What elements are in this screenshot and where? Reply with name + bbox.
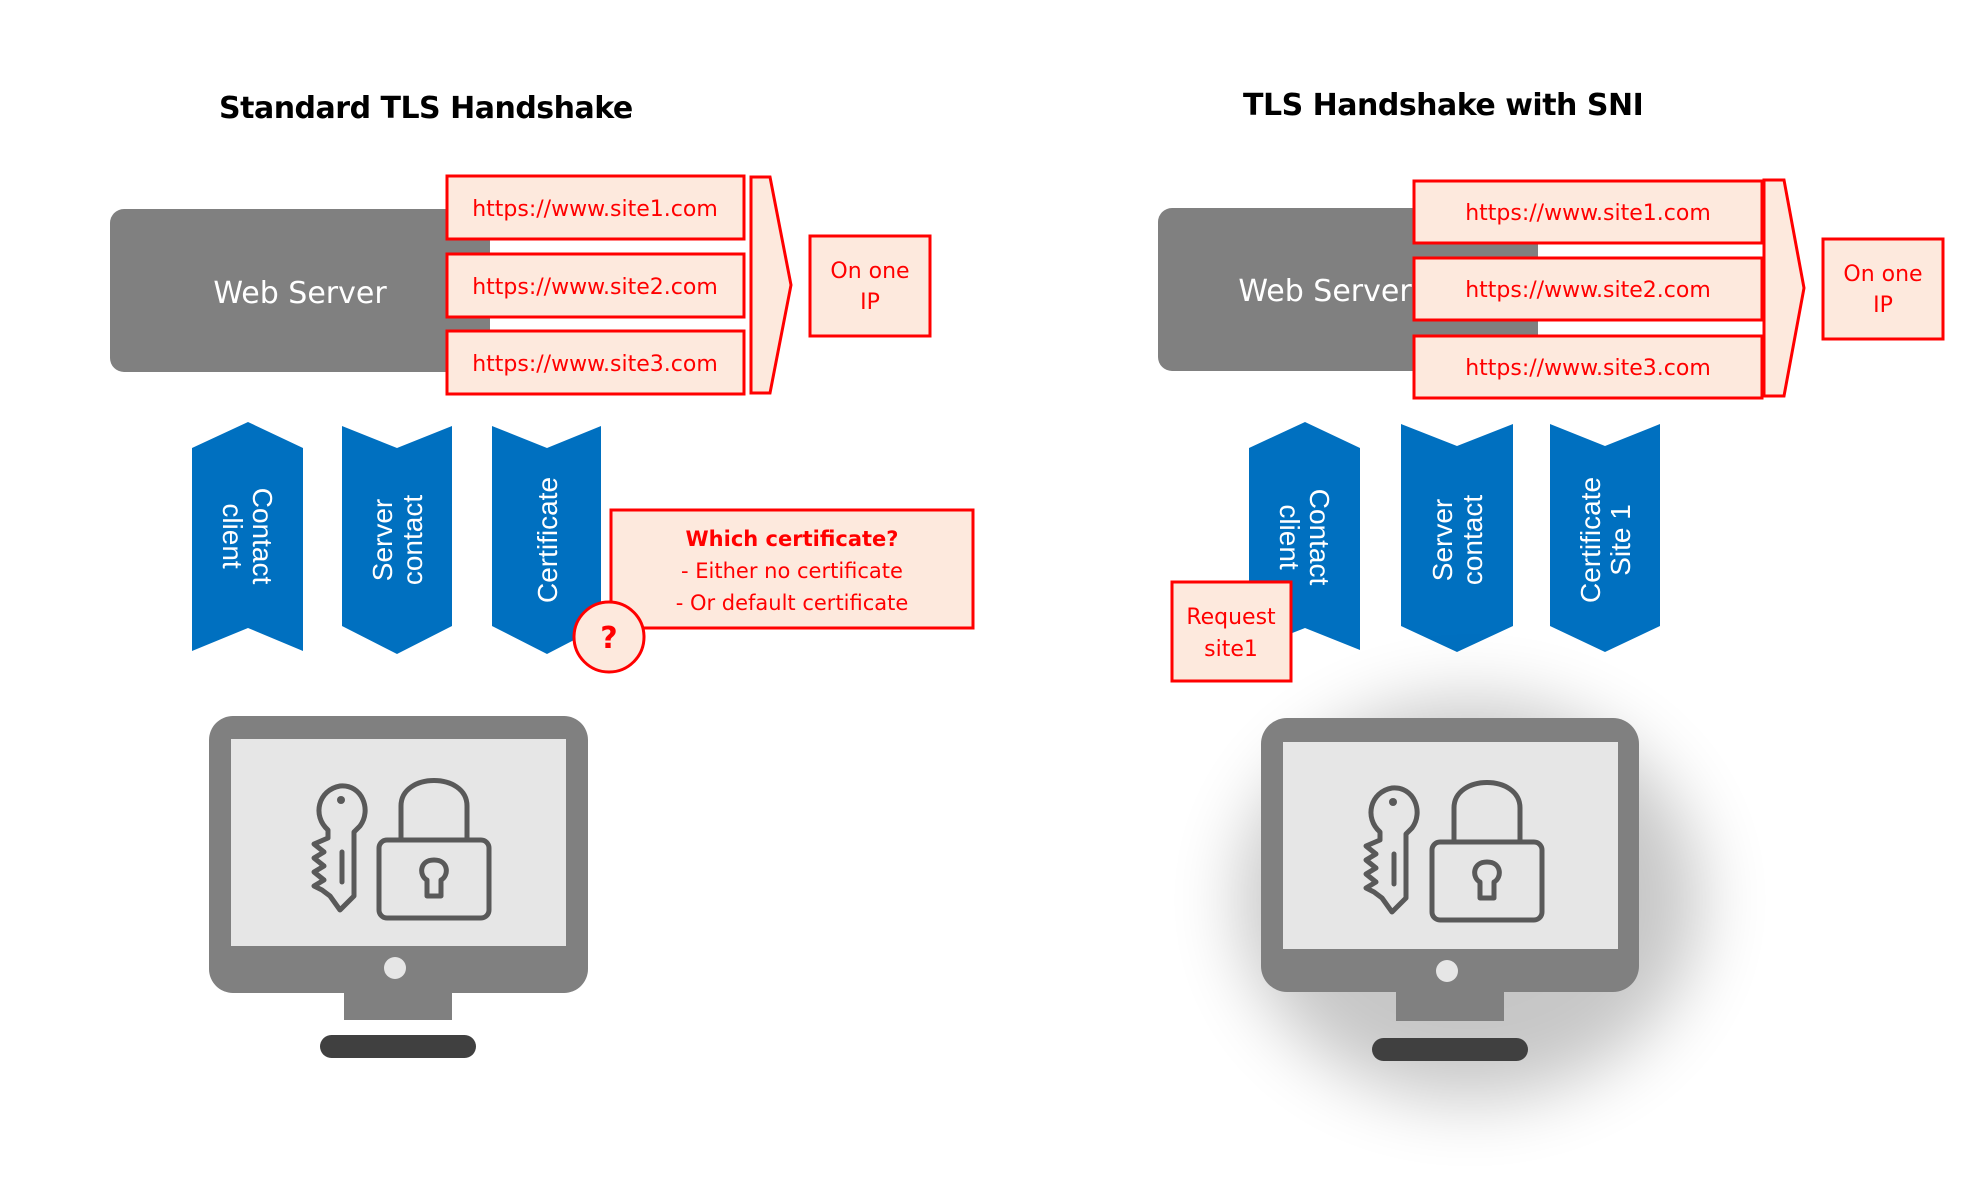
left-title: Standard TLS Handshake bbox=[219, 91, 633, 126]
ip-note-line: IP bbox=[860, 290, 880, 315]
ip-note-line: On one bbox=[830, 259, 909, 284]
step-label: Contact bbox=[1304, 489, 1335, 586]
step-label: contact bbox=[1457, 495, 1488, 585]
which-certificate-line: - Either no certificate bbox=[681, 559, 903, 583]
padlock-icon bbox=[376, 778, 492, 921]
site-box bbox=[445, 252, 746, 319]
web-server-block bbox=[110, 209, 490, 372]
web-server-label: Web Server bbox=[1238, 274, 1412, 309]
step-label: Server bbox=[1427, 499, 1458, 581]
site-box bbox=[1412, 179, 1764, 245]
step-label: client bbox=[217, 503, 248, 569]
site-box bbox=[1412, 256, 1764, 322]
step-label: Certificate bbox=[1575, 477, 1606, 603]
step-label: client bbox=[1274, 504, 1305, 570]
request-note-line: site1 bbox=[1204, 637, 1258, 662]
request-site1-note bbox=[1170, 580, 1293, 683]
step-label: Server bbox=[367, 499, 398, 581]
site-label: https://www.site3.com bbox=[1465, 356, 1711, 381]
step-arrow-certificate: Certificate bbox=[492, 426, 601, 654]
request-note-line: Request bbox=[1186, 605, 1276, 630]
site-label: https://www.site2.com bbox=[472, 275, 718, 300]
step-arrow-contact-client: Contact client bbox=[192, 422, 303, 651]
web-server-label: Web Server bbox=[213, 276, 387, 311]
ip-note-line: IP bbox=[1873, 293, 1893, 318]
web-server-block bbox=[1158, 208, 1538, 371]
key-icon bbox=[1363, 785, 1420, 915]
question-mark-icon: ? bbox=[600, 621, 617, 656]
step-arrow-server-contact: Server contact bbox=[1401, 424, 1513, 652]
site-label: https://www.site1.com bbox=[1465, 201, 1711, 226]
site-box bbox=[445, 329, 746, 396]
key-icon bbox=[311, 783, 368, 913]
monitor-icon bbox=[209, 716, 588, 1058]
padlock-icon bbox=[1429, 780, 1545, 923]
site-box bbox=[1412, 334, 1764, 400]
step-label: contact bbox=[397, 495, 428, 585]
site-label: https://www.site3.com bbox=[472, 352, 718, 377]
ip-note-box bbox=[1821, 237, 1945, 341]
site-list: https://www.site1.com https://www.site2.… bbox=[1412, 179, 1764, 400]
which-certificate-heading: Which certificate? bbox=[686, 527, 899, 551]
site-label: https://www.site1.com bbox=[472, 197, 718, 222]
right-title: TLS Handshake with SNI bbox=[1243, 88, 1643, 123]
site-box bbox=[445, 174, 746, 241]
monitor-icon bbox=[1240, 700, 1700, 1100]
step-arrow-certificate-site1: Certificate Site 1 bbox=[1550, 424, 1660, 652]
step-label: Site 1 bbox=[1605, 504, 1636, 576]
grouping-chevron bbox=[749, 175, 793, 395]
step-arrow-server-contact: Server contact bbox=[342, 426, 452, 654]
ip-note-box bbox=[808, 234, 932, 338]
ip-note-line: On one bbox=[1843, 262, 1922, 287]
grouping-chevron bbox=[1762, 178, 1806, 398]
step-label: Contact bbox=[247, 488, 278, 585]
question-badge bbox=[572, 600, 646, 674]
step-label: Certificate bbox=[532, 477, 563, 603]
which-certificate-note bbox=[609, 508, 975, 630]
which-certificate-line: - Or default certificate bbox=[676, 591, 909, 615]
site-label: https://www.site2.com bbox=[1465, 278, 1711, 303]
right-panel: TLS Handshake with SNI Web Server https:… bbox=[1158, 88, 1945, 1100]
site-list: https://www.site1.com https://www.site2.… bbox=[445, 174, 746, 396]
left-panel: Standard TLS Handshake Web Server https:… bbox=[110, 91, 975, 1058]
